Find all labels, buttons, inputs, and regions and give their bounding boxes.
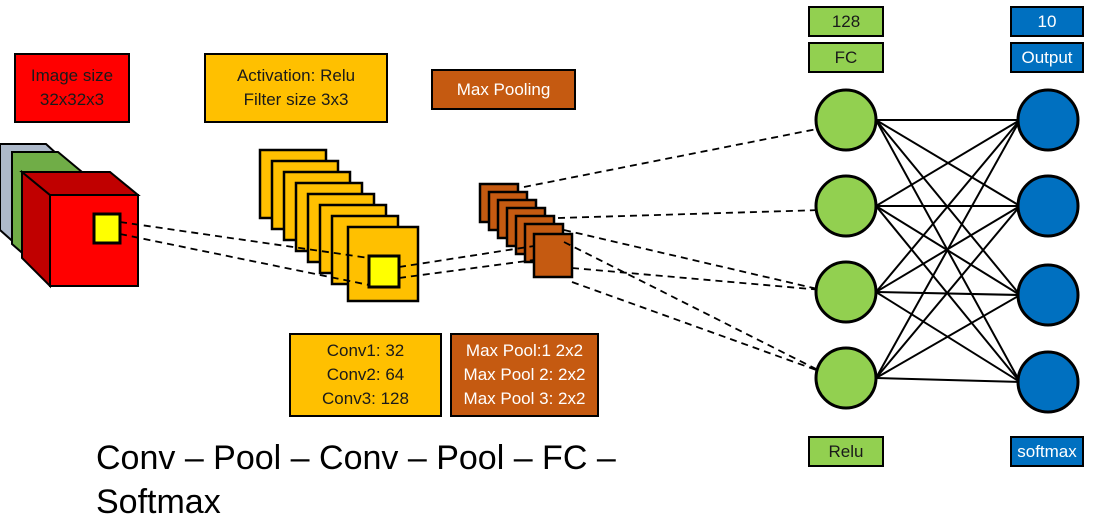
output-count-label: 10 [1010, 6, 1084, 37]
fc-neuron [814, 88, 878, 152]
fully-connected-neuron-icon [814, 88, 878, 410]
dashed-connector [398, 259, 535, 279]
pool1-text: Max Pool:1 2x2 [465, 341, 584, 360]
dense-edge [875, 377, 1021, 383]
output-neuron-icon [1016, 88, 1080, 414]
conv2-text: Conv2: 64 [326, 365, 405, 384]
pooled-map-front [532, 232, 574, 279]
dense-edge [875, 294, 1021, 379]
conv1-text: Conv1: 32 [326, 341, 405, 360]
dense-connections [875, 119, 1021, 383]
output-neuron [1016, 263, 1080, 327]
relu-text: Relu [828, 441, 864, 461]
feature-filter-square [367, 254, 401, 289]
fc-count-text: 128 [831, 11, 861, 31]
max-pooling-label: Max Pooling [431, 69, 576, 110]
output-label: Output [1010, 42, 1084, 73]
fc-label: FC [808, 42, 884, 73]
activation-text: Activation: Relu [236, 66, 356, 85]
dashed-connector [398, 245, 535, 268]
pool-layers-label: Max Pool:1 2x2 Max Pool 2: 2x2 Max Pool … [450, 333, 599, 417]
image-size-line2: 32x32x3 [39, 90, 105, 109]
pool2-text: Max Pool 2: 2x2 [463, 365, 586, 384]
fc-neuron [814, 260, 878, 324]
softmax-text: softmax [1017, 441, 1077, 461]
cnn-diagram [0, 88, 1080, 414]
input-cube-front [49, 194, 139, 287]
fc-neuron [814, 346, 878, 410]
dense-edge [875, 119, 1021, 207]
feature-map-stack-icon [258, 148, 420, 303]
softmax-label: softmax [1010, 436, 1084, 467]
dashed-connector [523, 127, 823, 188]
fc-count-label: 128 [808, 6, 884, 37]
fc-neuron [814, 174, 878, 238]
pool3-text: Max Pool 3: 2x2 [463, 389, 586, 408]
conv-layers-label: Conv1: 32 Conv2: 64 Conv3: 128 [289, 333, 442, 417]
dense-edge [875, 119, 1021, 293]
filter-size-text: Filter size 3x3 [243, 90, 349, 109]
pipeline-caption: Conv – Pool – Conv – Pool – FC – Softmax [96, 439, 616, 521]
activation-filter-label: Activation: Relu Filter size 3x3 [204, 53, 388, 123]
output-neuron [1016, 350, 1080, 414]
dense-edge [875, 205, 1021, 379]
output-text: Output [1021, 47, 1073, 67]
pooled-map-stack-icon [478, 182, 574, 279]
dashed-connector [563, 229, 823, 291]
dashed-connector [119, 221, 370, 259]
fc-text: FC [834, 47, 858, 67]
output-neuron [1016, 174, 1080, 238]
receptive-field-lines [119, 127, 823, 373]
conv3-text: Conv3: 128 [322, 389, 409, 408]
image-size-label: Image size 32x32x3 [14, 53, 130, 123]
dashed-connector [563, 241, 823, 373]
dashed-connector [571, 281, 823, 373]
dashed-connector [557, 209, 823, 219]
relu-label: Relu [808, 436, 884, 467]
image-size-line1: Image size [30, 66, 114, 85]
dense-edge [875, 119, 1021, 379]
input-filter-square [92, 212, 122, 245]
dashed-connector [119, 233, 370, 286]
dashed-connector [571, 267, 823, 291]
rgb-input-volume-icon [0, 143, 141, 289]
max-pooling-text: Max Pooling [456, 79, 551, 99]
output-neuron [1016, 88, 1080, 152]
output-count-text: 10 [1037, 11, 1057, 31]
